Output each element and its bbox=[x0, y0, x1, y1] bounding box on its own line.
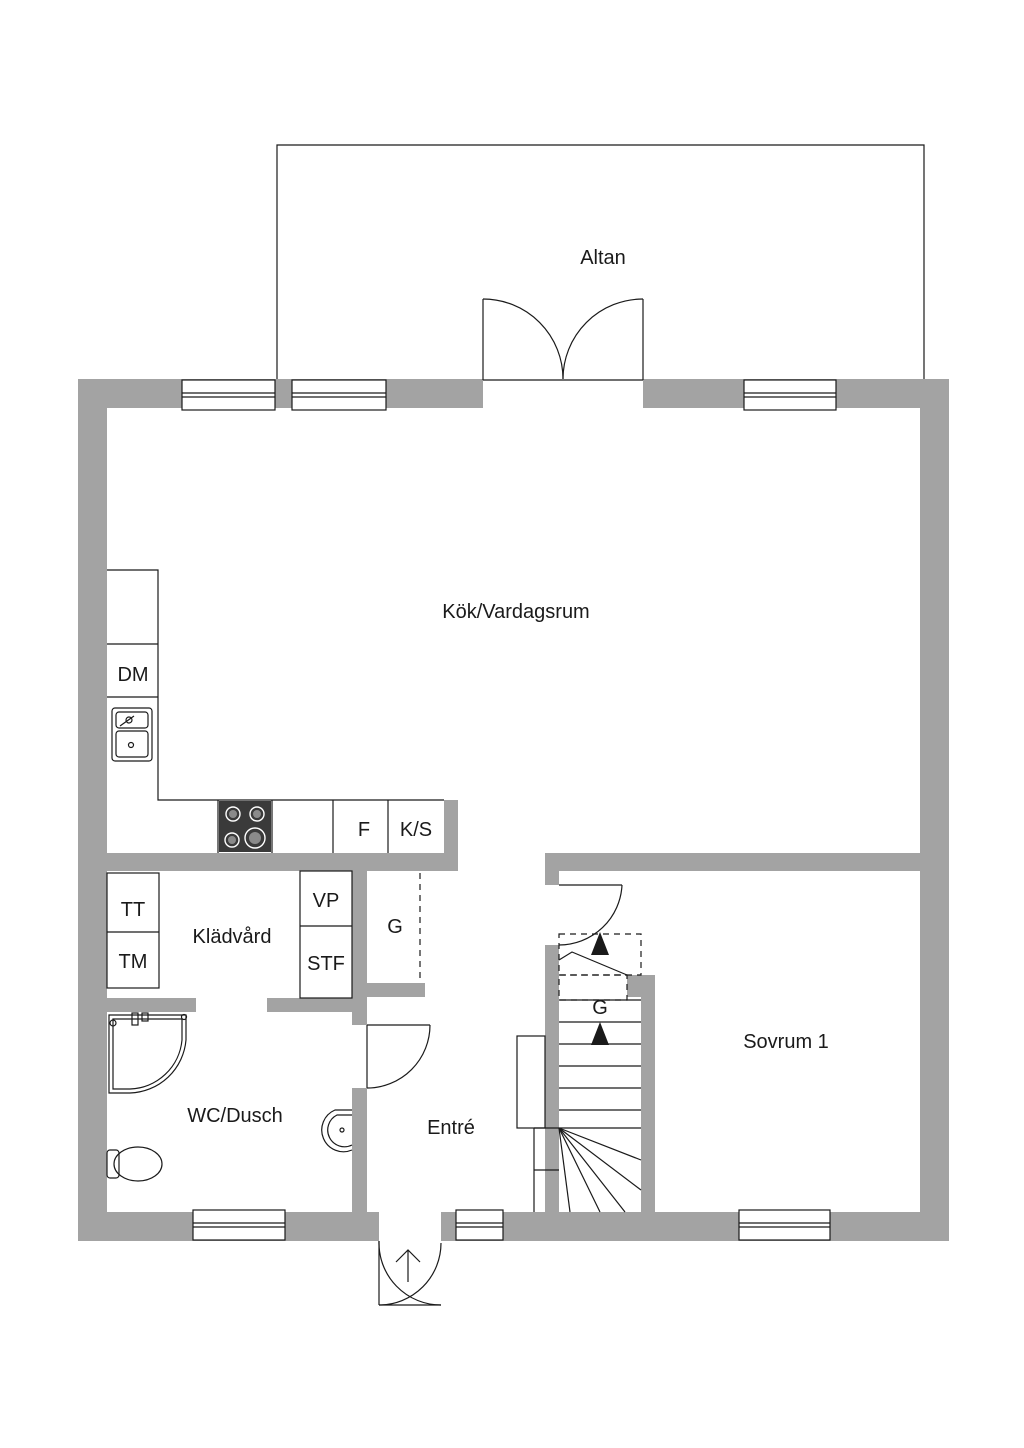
stairs bbox=[516, 932, 642, 1213]
laundry-appliances bbox=[106, 870, 353, 999]
window-top-2 bbox=[291, 379, 387, 411]
fixture-label-vp: VP bbox=[313, 890, 340, 912]
interior-walls bbox=[107, 800, 920, 1212]
room-label-altan: Altan bbox=[580, 247, 626, 269]
fixture-label-stf: STF bbox=[307, 953, 345, 975]
entrance-door bbox=[378, 1240, 442, 1306]
fixture-label-f: F bbox=[358, 819, 370, 841]
room-label-wc-dusch: WC/Dusch bbox=[187, 1105, 283, 1127]
terrace-double-door bbox=[482, 298, 644, 381]
bath-door bbox=[366, 1024, 431, 1089]
terrace bbox=[276, 144, 925, 380]
fixture-label-tt: TT bbox=[121, 899, 145, 921]
bedroom-door bbox=[558, 884, 623, 946]
fixture-label-g-closet: G bbox=[387, 916, 403, 938]
stove-icon bbox=[219, 801, 271, 852]
fixture-label-g-stair: G bbox=[592, 997, 608, 1019]
shower-icon bbox=[108, 1012, 188, 1094]
window-bottom-bedroom bbox=[738, 1209, 831, 1241]
stair-arrow-icon bbox=[591, 1022, 609, 1045]
basin-icon bbox=[321, 1109, 353, 1153]
stair-arrow-icon bbox=[591, 932, 609, 955]
room-label-kladvard: Klädvård bbox=[193, 926, 272, 948]
kitchen-sink-icon bbox=[111, 707, 153, 762]
window-bottom-bath bbox=[192, 1209, 286, 1241]
kitchen-counter bbox=[107, 569, 444, 853]
room-label-sovrum-1: Sovrum 1 bbox=[743, 1031, 829, 1053]
fixture-label-ks: K/S bbox=[400, 819, 432, 841]
window-top-1 bbox=[181, 379, 276, 411]
windows bbox=[181, 379, 837, 1241]
fixture-label-dm: DM bbox=[117, 664, 148, 686]
room-label-kok-vardagsrum: Kök/Vardagsrum bbox=[442, 601, 589, 623]
window-bottom-entre bbox=[455, 1209, 504, 1241]
window-top-3 bbox=[743, 379, 837, 411]
toilet-icon bbox=[106, 1146, 163, 1182]
fixture-label-tm: TM bbox=[119, 951, 148, 973]
room-label-entre: Entré bbox=[427, 1117, 475, 1139]
